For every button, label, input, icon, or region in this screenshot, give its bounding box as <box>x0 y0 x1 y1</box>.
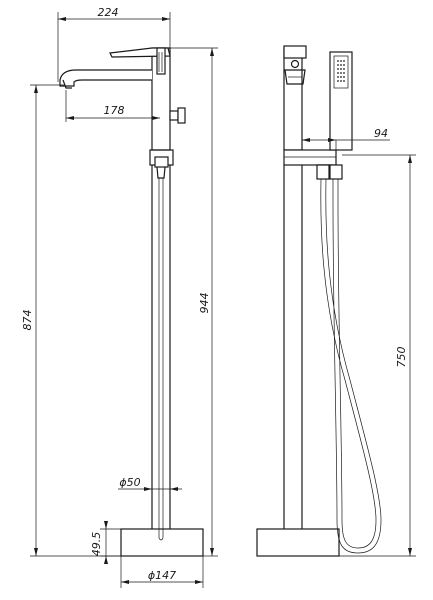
front-diverter-knob <box>177 107 186 124</box>
dim147-arrow-left <box>121 580 129 584</box>
hose-outer <box>320 178 377 549</box>
hand-shower-face <box>333 55 349 89</box>
dim147-arrow-right <box>195 580 203 584</box>
front-base <box>120 528 204 557</box>
dim224-arrow-left <box>58 17 66 21</box>
front-lever <box>109 47 171 58</box>
dim-874-label: 874 <box>21 310 34 331</box>
dim-178-label: 178 <box>104 104 125 117</box>
dim-750-label: 750 <box>395 347 408 368</box>
side-view: 94 750 <box>256 45 416 557</box>
dim178-arrow-right <box>152 116 160 120</box>
dim-49-5-label: 49.5 <box>90 532 103 557</box>
dim874-arrow-bottom <box>34 548 38 556</box>
dim49-arrow-top <box>104 521 108 529</box>
dim750-arrow-top <box>408 155 412 163</box>
side-lever-pin <box>290 59 300 69</box>
dim224-arrow-right <box>162 17 170 21</box>
hose-connector-left <box>316 164 330 180</box>
dim49-arrow-bottom <box>104 556 108 564</box>
side-spout-head <box>284 69 306 85</box>
front-hose-end <box>158 537 164 541</box>
hand-shower <box>329 51 353 151</box>
dim50-arrow-right <box>170 487 178 491</box>
side-base <box>256 528 340 557</box>
hose-connector-right <box>329 164 343 180</box>
dim874-arrow-top <box>34 85 38 93</box>
dim50-arrow-left <box>144 487 152 491</box>
front-spout <box>59 69 152 87</box>
front-connector <box>154 156 169 168</box>
dim-94-label: 94 <box>374 127 388 140</box>
hose-inner <box>325 178 382 554</box>
side-collar <box>283 149 337 166</box>
side-lever <box>283 45 307 59</box>
front-spout-aerator <box>62 79 72 89</box>
dim94-arrow-left <box>302 138 310 142</box>
dim-50-label: ϕ50 <box>119 476 140 489</box>
dim94-arrow-right <box>328 138 336 142</box>
front-view: 224 178 874 944 ϕ50 49.5 <box>21 6 218 588</box>
dim944-arrow-bottom <box>210 548 214 556</box>
front-connector-nut <box>156 166 166 179</box>
front-diverter-stem <box>169 110 179 121</box>
dim-147-label: ϕ147 <box>148 569 176 582</box>
dim-224-label: 224 <box>98 6 119 19</box>
dim178-arrow-left <box>66 116 74 120</box>
hand-shower-nozzles <box>337 60 345 82</box>
dim750-arrow-bottom <box>408 548 412 556</box>
dim-944-label: 944 <box>198 293 211 314</box>
dim944-arrow-top <box>210 48 214 56</box>
front-lever-stem <box>156 47 166 75</box>
